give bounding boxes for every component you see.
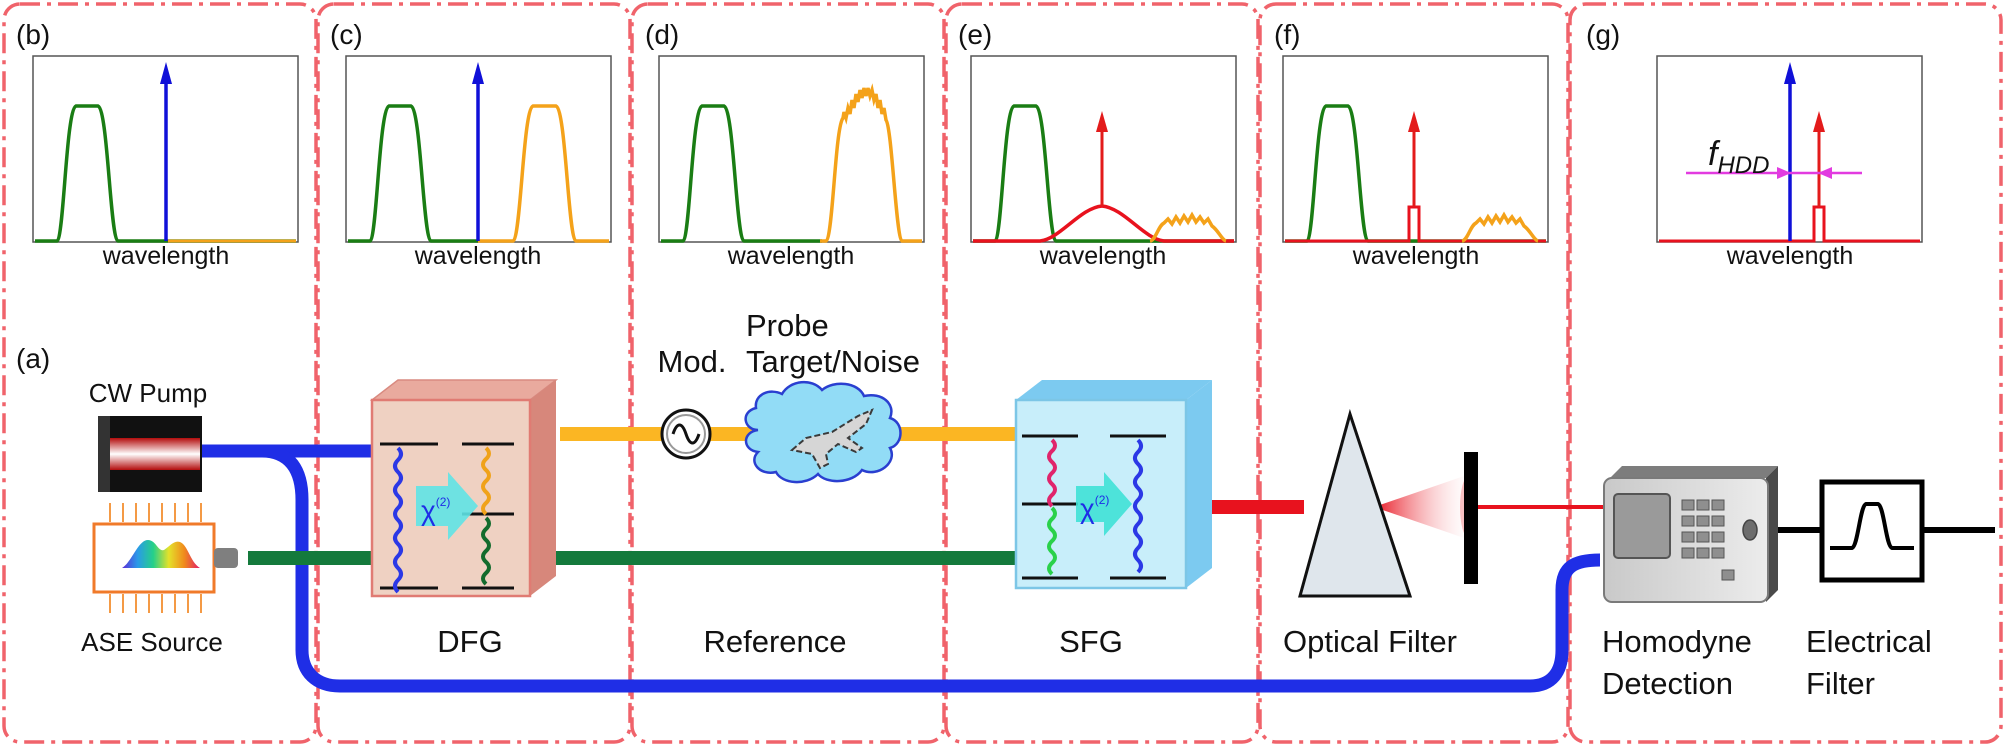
spectrum-c: wavelength xyxy=(345,55,612,270)
spectrum-d: wavelength xyxy=(658,55,925,270)
panel-label-e: (e) xyxy=(958,19,992,50)
idler-in-photon xyxy=(1047,438,1057,508)
probe-label-line1: Probe xyxy=(746,308,829,343)
airplane-icon xyxy=(789,408,874,470)
signal-photon xyxy=(481,516,491,586)
signal-in-photon xyxy=(1047,506,1057,576)
spectrum-axis-label: wavelength xyxy=(1352,242,1479,270)
homodyne-label-line1: Homodyne xyxy=(1602,624,1752,659)
fhdd-subscript: HDD xyxy=(1717,152,1769,179)
detector-screen xyxy=(1613,493,1671,559)
panel-label-b: (b) xyxy=(16,19,50,50)
detector-keypad xyxy=(1681,499,1735,581)
green-ase-spectrum xyxy=(973,104,1234,243)
sum-photon xyxy=(1133,438,1143,574)
optical-filter-label: Optical Filter xyxy=(1283,624,1457,659)
panel-label-c: (c) xyxy=(330,19,363,50)
spectrum-axis-label: wavelength xyxy=(1726,242,1853,270)
chi2-superscript: (2) xyxy=(1095,493,1110,507)
cw-pump: CW Pump xyxy=(89,378,207,492)
spectrum-frame xyxy=(658,55,925,243)
chi2-arrow xyxy=(1076,472,1132,536)
optical-filter: Optical Filter xyxy=(1283,408,1478,659)
pump-photon xyxy=(393,446,403,594)
probe-label-line2: Target/Noise xyxy=(746,344,920,379)
spectrum-axis-label: wavelength xyxy=(1039,242,1166,270)
spectrum-axis-label: wavelength xyxy=(102,242,229,270)
bandpass-icon xyxy=(1830,502,1914,550)
reference-label: Reference xyxy=(703,624,846,659)
sfg-tone-arrowhead xyxy=(1096,111,1108,132)
modulator-label: Mod. xyxy=(658,344,727,379)
spectrum-e: wavelength xyxy=(970,55,1237,270)
homodyne-detector: Homodyne Detection xyxy=(1602,466,1778,701)
idler-spectrum xyxy=(478,104,609,243)
spectrum-axis-label: wavelength xyxy=(727,242,854,270)
pump-arrowhead xyxy=(472,62,484,84)
fhdd-arrowhead-left xyxy=(1777,167,1791,179)
sfg-tone-arrowhead xyxy=(1813,111,1825,132)
chi2-arrow xyxy=(416,472,478,540)
residual-idler-spectrum xyxy=(1149,211,1227,243)
pump-arrowhead xyxy=(160,62,172,84)
fhdd-arrowhead-right xyxy=(1818,167,1832,179)
panel-frame-c xyxy=(316,2,632,744)
panel-frame-e xyxy=(944,2,1260,744)
filtered-light-cone xyxy=(1374,474,1470,540)
green-ase-spectrum xyxy=(661,104,822,243)
pump-beam-loop xyxy=(261,444,1601,693)
laser-cavity xyxy=(110,438,200,470)
electrical-filter: Electrical Filter xyxy=(1806,479,1932,701)
spectrum-axis-label: wavelength xyxy=(414,242,541,270)
idler-photon xyxy=(481,446,491,516)
sine-icon xyxy=(671,423,701,445)
ase-source: ASE Source xyxy=(81,503,238,657)
panel-label-g: (g) xyxy=(1586,19,1620,50)
probe-target: Probe Target/Noise xyxy=(744,308,920,484)
panel-frame-ab xyxy=(2,2,318,744)
sfg-chi2-label: χ(2) xyxy=(1080,493,1109,524)
modulated-idler-spectrum xyxy=(820,83,922,243)
chi2-base: χ xyxy=(421,495,436,526)
electrical-filter-label-line2: Filter xyxy=(1806,666,1875,701)
ase-source-label: ASE Source xyxy=(81,627,223,657)
cw-pump-label: CW Pump xyxy=(89,378,207,408)
residual-idler-spectrum xyxy=(1461,211,1539,243)
sfg-label: SFG xyxy=(1059,624,1123,659)
prism-icon xyxy=(1298,408,1413,598)
panel-label-a: (a) xyxy=(16,343,50,374)
electrical-filter-label-line1: Electrical xyxy=(1806,624,1932,659)
spectrum-b: wavelength xyxy=(32,55,299,270)
green-ase-spectrum xyxy=(1285,104,1546,243)
dfg-label: DFG xyxy=(437,624,502,659)
detector-knob xyxy=(1742,519,1758,541)
green-ase-spectrum xyxy=(35,104,296,243)
panel-label-d: (d) xyxy=(645,19,679,50)
spectrum-f: wavelength xyxy=(1282,55,1549,270)
chi2-base: χ xyxy=(1080,493,1095,524)
panel-label-f: (f) xyxy=(1274,19,1300,50)
homodyne-label-line2: Detection xyxy=(1602,666,1733,701)
sfg-crystal: χ(2) SFG xyxy=(1014,380,1212,659)
lo-arrowhead xyxy=(1784,62,1796,84)
spectrum-g: fHDD wavelength xyxy=(1656,55,1923,270)
slit-block xyxy=(1464,452,1478,584)
green-ase-spectrum xyxy=(348,104,478,243)
panel-frame-f xyxy=(1258,2,1570,744)
panel-frame-g xyxy=(1568,2,2003,744)
ase-fiber-connector xyxy=(214,548,238,568)
ase-rainbow-spectrum xyxy=(122,540,200,568)
modulator: Mod. xyxy=(658,344,727,460)
laser-end-cap xyxy=(98,416,110,492)
panel-frame-d xyxy=(630,2,946,744)
dfg-crystal: χ(2) DFG xyxy=(369,379,559,659)
cloud-icon xyxy=(744,381,902,484)
dfg-chi2-label: χ(2) xyxy=(421,495,450,526)
chi2-superscript: (2) xyxy=(436,495,451,509)
sfg-tone-arrowhead xyxy=(1408,111,1420,132)
